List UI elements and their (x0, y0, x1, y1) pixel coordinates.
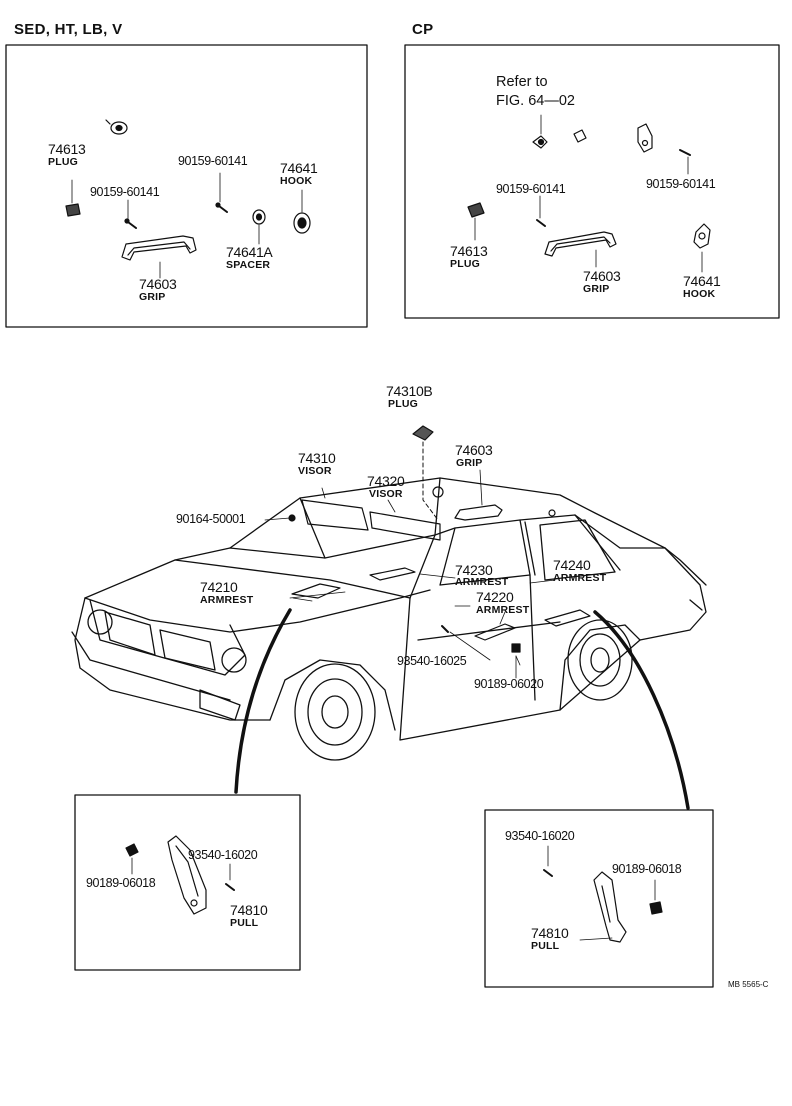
car-visor-74320-part (369, 499, 441, 541)
car-74310-label: VISOR (298, 465, 332, 477)
sed-74613-label: PLUG (48, 156, 78, 168)
sed-panel-header: SED, HT, LB, V (14, 21, 123, 38)
car-90164: 90164-50001 (176, 512, 246, 526)
car-74220-number: 74220 (476, 589, 514, 605)
car-74210-number: 74210 (200, 579, 238, 595)
sed-hook-part (293, 189, 311, 234)
diagram-code: MB 5565-C (728, 980, 769, 989)
car-74310b-label: PLUG (388, 398, 418, 410)
car-74603-number: 74603 (455, 442, 493, 458)
sed-74641-label: HOOK (280, 175, 313, 187)
car-body-outline (71, 477, 707, 761)
lp-74810-label: PULL (230, 917, 259, 929)
rp-pull-part (579, 871, 627, 943)
car-visor-74310-part (301, 487, 369, 531)
car-74220-label: ARMREST (476, 604, 530, 616)
car-74603-label: GRIP (456, 457, 483, 469)
cp-refer-line2: FIG. 64—02 (496, 93, 575, 109)
panel-sed-frame (5, 44, 368, 328)
cp-90159-a: 90159-60141 (646, 177, 716, 191)
car-90189: 90189-06020 (474, 677, 544, 691)
sed-screw-b-part (215, 172, 228, 213)
car-74320-number: 74320 (367, 473, 405, 489)
cp-74641-number: 74641 (683, 273, 721, 289)
rp-clip-part (649, 879, 663, 915)
cp-hook-top-part (637, 123, 653, 153)
cp-grip-part (544, 231, 617, 268)
cp-screw-top-part (679, 149, 691, 175)
leader-to-right-pull (593, 610, 690, 810)
lp-74810-number: 74810 (230, 902, 268, 918)
lp-screw-part (225, 863, 235, 891)
cp-refer-line1: Refer to (496, 74, 548, 90)
car-74240-number: 74240 (553, 557, 591, 573)
cp-74613-label: PLUG (450, 258, 480, 270)
car-plug-74310b-part (412, 425, 439, 521)
cp-plug-top-part (532, 114, 548, 149)
car-armrest-74210-part (291, 583, 341, 602)
cp-74603-label: GRIP (583, 283, 610, 295)
panel-cp-frame (404, 44, 780, 319)
cp-plug-74613-part (467, 202, 485, 241)
car-93540: 93540-16025 (397, 654, 467, 668)
cp-hook-part (693, 223, 711, 273)
sed-plug-top-part (105, 119, 128, 135)
car-74310b-number: 74310B (386, 383, 433, 399)
sed-74613-number: 74613 (48, 141, 86, 157)
car-74320-label: VISOR (369, 488, 403, 500)
lp-93540: 93540-16020 (188, 848, 258, 862)
lp-90189: 90189-06018 (86, 876, 156, 890)
cp-panel-header: CP (412, 21, 434, 38)
sed-74603-number: 74603 (139, 276, 177, 292)
sed-74641-number: 74641 (280, 160, 318, 176)
panel-right-pull-frame (484, 809, 714, 988)
car-grip-74603-part (432, 469, 556, 521)
sed-grip-part (121, 235, 197, 279)
sed-74603-label: GRIP (139, 291, 166, 303)
cp-74603-number: 74603 (583, 268, 621, 284)
rp-74810-label: PULL (531, 940, 560, 952)
rp-74810-number: 74810 (531, 925, 569, 941)
sed-plug-74613-part (65, 179, 81, 217)
car-clip-90189-part (511, 643, 521, 679)
sed-90159-b: 90159-60141 (178, 154, 248, 168)
sed-74641a-label: SPACER (226, 259, 271, 271)
car-armrest-74220-part (474, 611, 516, 641)
sed-90159-a: 90159-60141 (90, 185, 160, 199)
cp-90159-b: 90159-60141 (496, 182, 566, 196)
car-74310-number: 74310 (298, 450, 336, 466)
rp-90189: 90189-06018 (612, 862, 682, 876)
leader-to-left-pull (234, 608, 292, 794)
cp-screw-mid-part (536, 195, 546, 227)
car-leader-lines (264, 517, 556, 666)
car-armrest-74230-part (369, 567, 416, 581)
cp-74613-number: 74613 (450, 243, 488, 259)
sed-screw-a-part (124, 199, 137, 229)
sed-74641a-number: 74641A (226, 244, 273, 260)
car-screw-93540-part (441, 625, 449, 633)
car-74230-label: ARMREST (455, 576, 509, 588)
panel-left-pull-frame (74, 794, 301, 971)
lp-pull-part (167, 835, 207, 915)
sed-spacer-part (252, 209, 266, 245)
rp-screw-part (543, 845, 553, 877)
cp-clip-top-part (573, 129, 587, 143)
rp-93540: 93540-16020 (505, 829, 575, 843)
car-74230-number: 74230 (455, 562, 493, 578)
car-74210-label: ARMREST (200, 594, 254, 606)
car-armrest-74240-part (544, 609, 591, 627)
lp-clip-part (125, 843, 139, 875)
cp-74641-label: HOOK (683, 288, 716, 300)
car-74240-label: ARMREST (553, 572, 607, 584)
